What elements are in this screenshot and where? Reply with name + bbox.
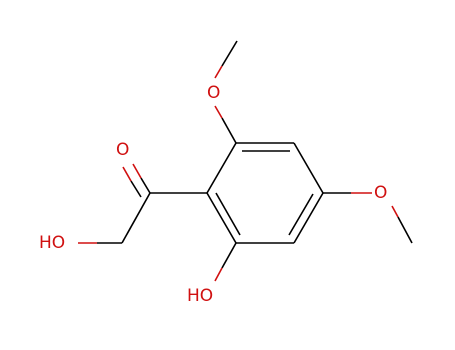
phenol-hydroxyl: HO [187,242,237,306]
bond-o-ch3 [221,40,238,67]
bond-c-o-double [130,180,142,198]
ring-bond [206,142,237,194]
ring-bond-double-inner [215,192,241,236]
bond-o-ch3-red [391,205,399,218]
methoxy-right: O [323,183,413,244]
bond-o-ch3 [397,216,413,244]
ring-bond [206,192,237,244]
bond-c-o-red [214,105,223,119]
oxygen-methoxy-top-label: O [207,83,220,103]
ring-bond-double-inner [288,193,314,236]
oxygen-carbonyl-label: O [116,140,129,160]
bond-c-o-double [140,177,151,194]
bond-carbonyl-ch2 [121,192,151,244]
benzene-ring [206,142,324,244]
hydroxyacetyl-group: O HO [39,140,207,253]
bond-c-o [221,242,237,269]
bond-o-ch3-red [214,65,223,79]
ring-bond [293,192,324,244]
hydroxyl-alcohol-label: HO [39,233,65,253]
ring-bond [293,142,324,194]
methoxy-top: O [207,40,238,144]
bond-c-o-red [214,267,223,282]
bond-c-o-double-red [122,166,132,182]
hydroxyl-phenol-label: HO [187,286,213,306]
bond-c-o [221,117,237,144]
oxygen-methoxy-right-label: O [374,183,387,203]
bond-c-o-double-red [132,163,142,179]
